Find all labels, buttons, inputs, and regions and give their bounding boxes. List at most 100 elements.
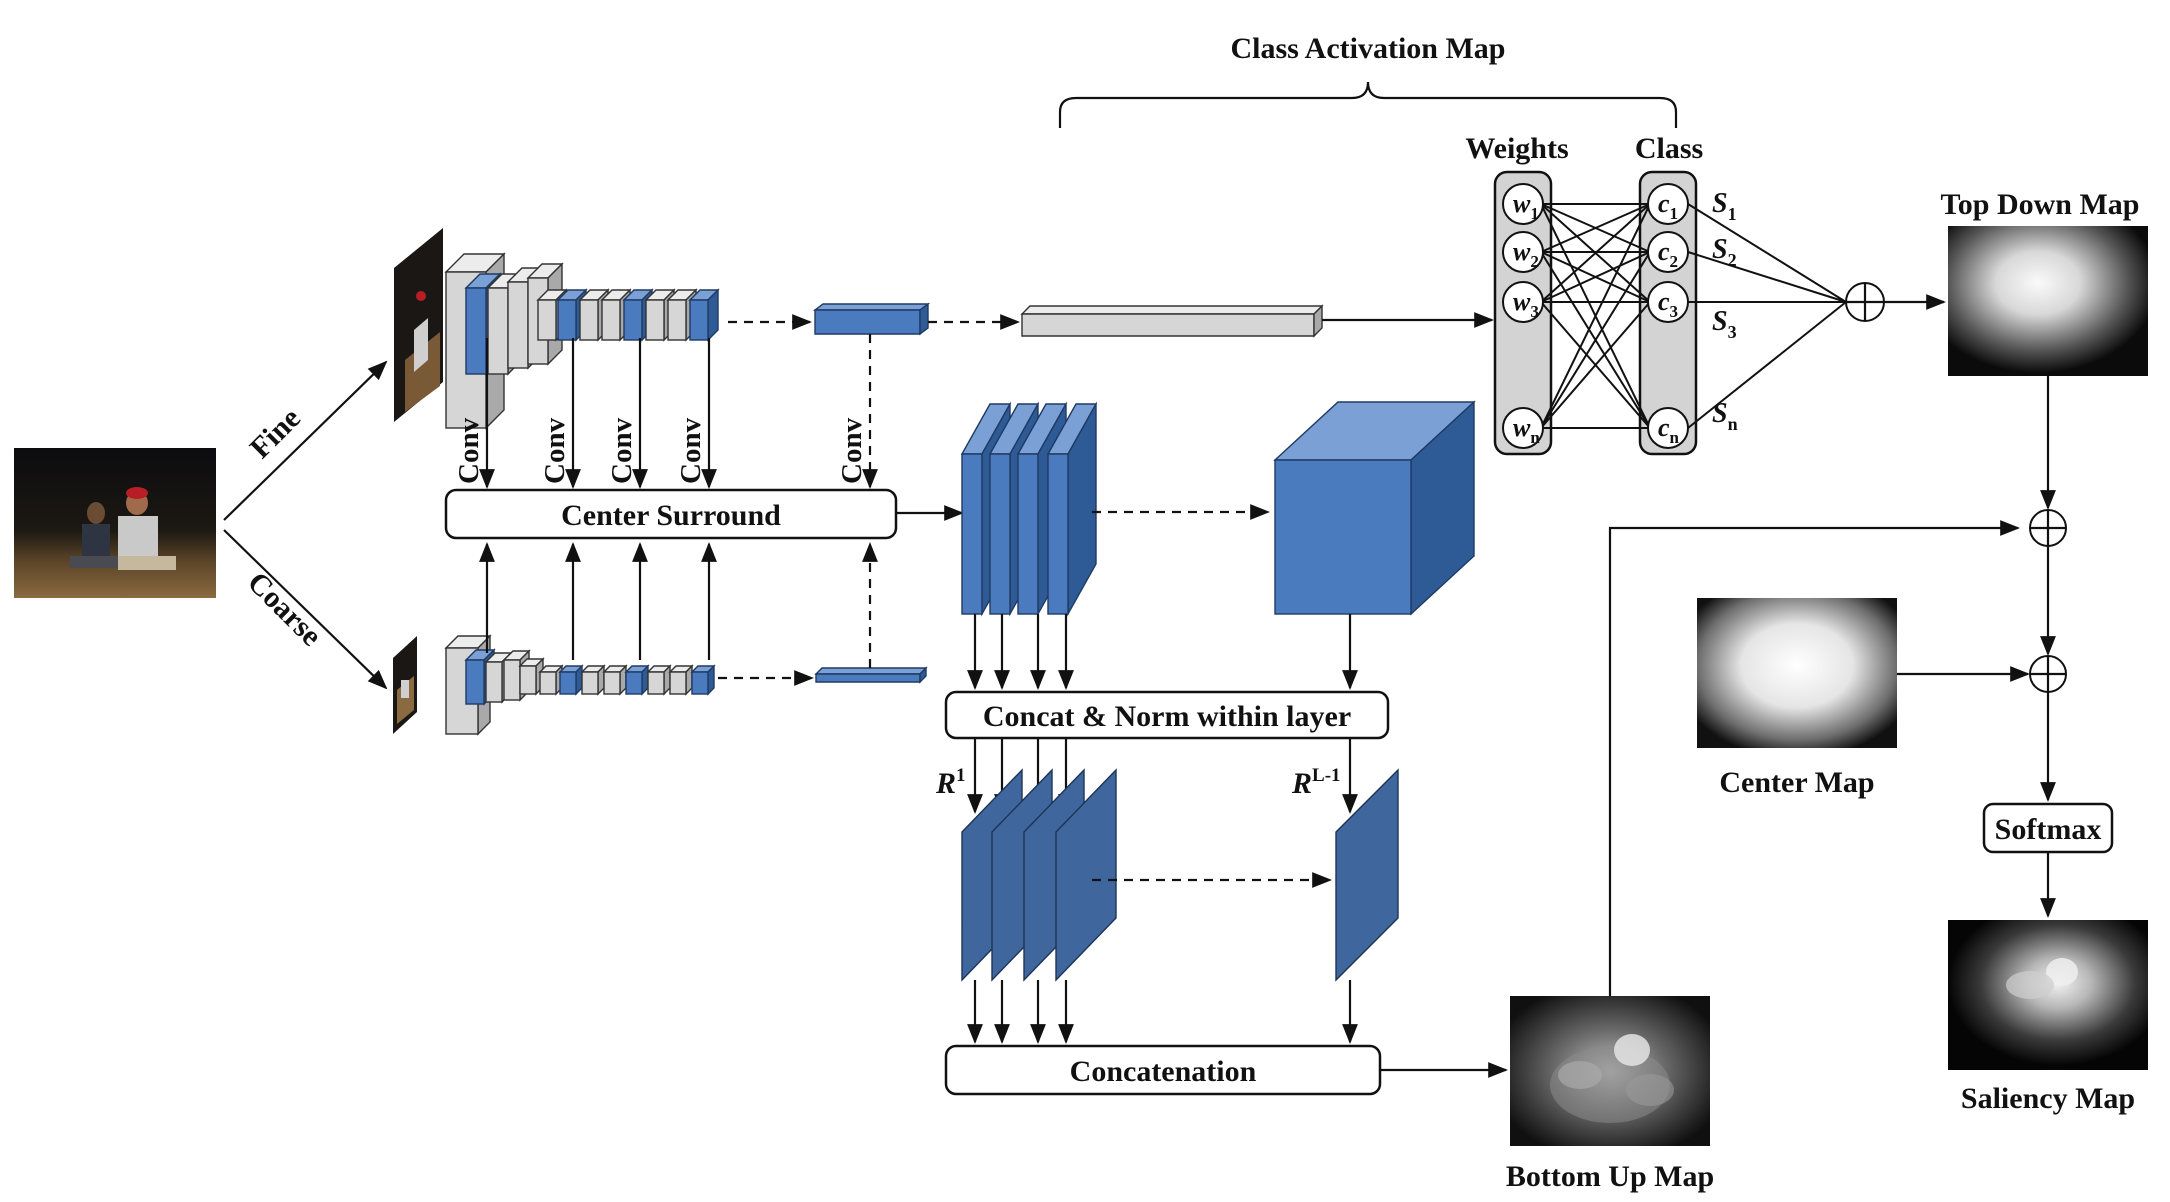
weight-node: w3 [1502,281,1544,323]
center-surround-map [1046,401,1098,617]
rl-1-label: RL-1 [1291,765,1341,800]
weight-node: w2 [1502,231,1544,273]
cnn-layer [644,288,676,342]
weight-node-sub: n [1530,428,1540,447]
class-score-label: S3 [1712,306,1737,342]
response-maps [961,768,1117,982]
weights-title: Weights [1465,132,1568,165]
fully-connected-links [1540,203,1651,429]
class-title: Class [1635,132,1703,165]
class-to-sum-link [1687,301,1847,429]
class-node-base: c [1658,287,1670,316]
coarse-layer [624,664,650,696]
conv-label-5: Conv [836,417,868,484]
bottomup-to-sum-arrow [1608,520,2020,996]
weight-node-base: w [1513,237,1531,266]
bottom-up-map-image [1510,996,1710,1146]
coarse-layer [518,657,545,696]
class-score-base: S [1712,306,1728,337]
class-score-base: S [1712,234,1728,265]
coarse-cnn-stack [444,634,716,736]
class-node-sub: 3 [1670,302,1679,321]
concat-norm-box [944,690,1390,740]
class-score-sub: 1 [1728,204,1737,224]
coarse-layer [690,664,716,696]
cam-title: Class Activation Map [1230,32,1505,65]
coarse-layer [538,664,564,696]
class-node: c3 [1647,281,1689,323]
coarse-layer [646,664,672,696]
fc-link [1540,301,1651,429]
weight-node-base: w [1513,189,1531,218]
class-to-sum-link [1687,203,1847,303]
concat-norm-label: Concat & Norm within layer [983,700,1351,733]
class-node: c2 [1647,231,1689,273]
class-node-label: c1 [1658,189,1678,223]
saliency-map-image [1948,920,2148,1070]
class-to-sum-link [1687,251,1847,303]
weight-node-sub: 1 [1530,204,1539,223]
class-node-label: c3 [1658,287,1678,321]
conv-label-1: Conv [453,417,485,484]
class-node-sub: n [1670,428,1680,447]
coarse-input-photo [393,636,417,734]
response-map-last [1335,768,1399,982]
class-node-base: c [1658,237,1670,266]
class-score-label: S1 [1712,188,1737,224]
class-node-sub: 1 [1670,204,1679,223]
class-node-base: c [1658,189,1670,218]
saliency-map-label: Saliency Map [1961,1082,2135,1115]
weight-node-label: w2 [1513,237,1539,271]
class-node: c1 [1647,183,1689,225]
class-score-base: S [1712,188,1728,219]
conv-arrows [479,334,878,668]
fine-arrow [223,360,388,521]
fine-cnn-stack [444,252,720,430]
coarse-label: Coarse [241,566,328,653]
coarse-layer [602,664,628,696]
softmax-label: Softmax [1995,813,2102,846]
weight-node-label: w1 [1513,189,1539,223]
coarse-layer [558,664,584,696]
conv-label-2: Conv [539,417,571,484]
weight-node-sub: 2 [1530,252,1539,271]
weight-node-base: w [1513,413,1531,442]
coarse-layer [580,664,606,696]
r-to-concat-arrows [967,980,1358,1044]
center-map-image [1697,598,1897,748]
response-map [1055,768,1117,982]
r1-label: R1 [935,765,966,800]
concatenation-label: Concatenation [1070,1055,1257,1088]
fine-feature-bar [812,302,931,336]
fc-link [1540,203,1651,253]
class-score-label: Sn [1712,398,1738,434]
weight-node-base: w [1513,287,1531,316]
fine-input-photo [394,228,443,422]
fc-link [1540,203,1651,429]
weight-node-label: w3 [1513,287,1539,321]
weight-node-sub: 3 [1530,302,1539,321]
class-node: cn [1647,407,1689,449]
coarse-arrow [223,529,388,690]
fine-label: Fine [244,402,307,465]
fc-link [1540,251,1651,429]
class-node-label: c2 [1658,237,1678,271]
top-down-map-label: Top Down Map [1941,188,2140,221]
class-node-sub: 2 [1670,252,1679,271]
class-node-label: cn [1658,413,1680,447]
center-surround-maps [960,401,1098,617]
class-score-label: S2 [1712,234,1737,270]
gap-vector-bar [1020,304,1324,338]
weight-node: wn [1502,407,1544,449]
center-surround-label: Center Surround [561,499,781,532]
input-photo [14,448,216,598]
weight-node: w1 [1502,183,1544,225]
coarse-feature-bar [814,666,928,684]
weight-node-label: wn [1513,413,1540,447]
class-score-sub: 2 [1728,250,1737,270]
feature-cube [1273,400,1476,616]
